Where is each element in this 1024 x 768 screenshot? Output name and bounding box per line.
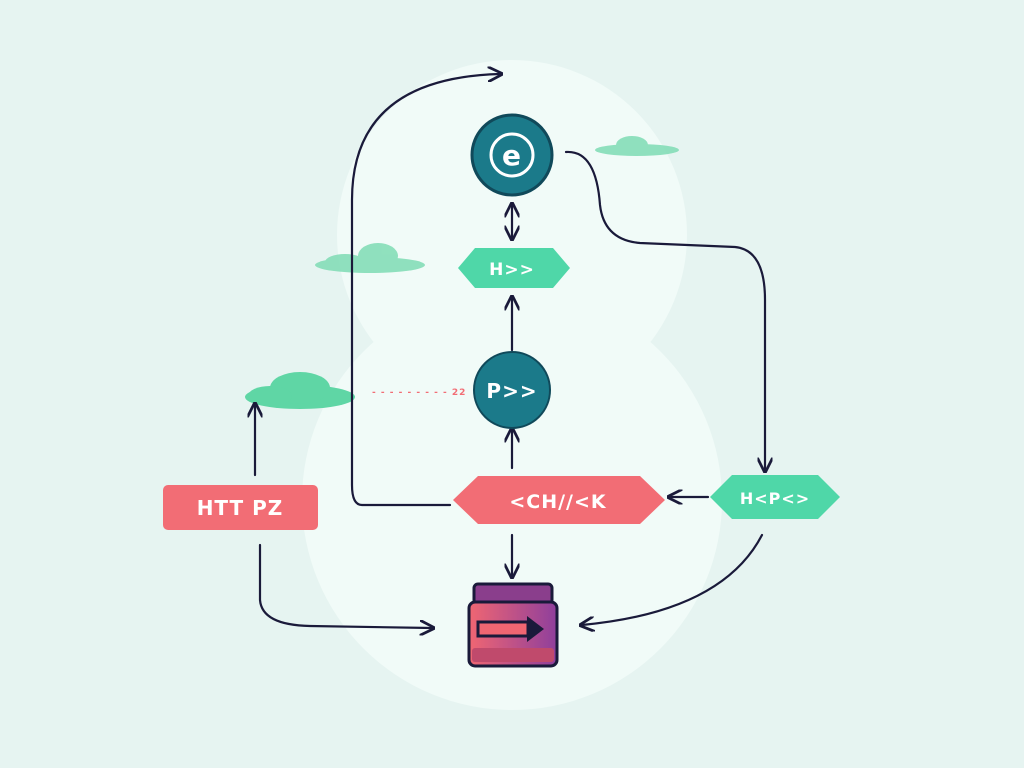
connector-left-to-jar — [258, 543, 432, 628]
right-hex-node[interactable]: H<P<> — [710, 475, 840, 519]
hex-top-label: H>> — [489, 260, 535, 280]
top-circle-node[interactable]: e — [470, 113, 554, 197]
center-hex-label: <CH//<K — [509, 491, 607, 513]
connector-right-path — [564, 150, 765, 470]
right-hex-label: H<P<> — [740, 489, 810, 508]
p-circle-label: P>> — [486, 379, 537, 403]
p-circle-node[interactable]: P>> — [473, 351, 551, 429]
hex-top-node[interactable]: H>> — [458, 248, 570, 288]
connector-right-to-jar — [582, 533, 764, 625]
jar-arrow-icon[interactable] — [467, 582, 559, 668]
cloud-icon-left — [245, 372, 355, 409]
cloud-icon-middle — [315, 243, 425, 273]
annotation-label: - - - - - - - - - 22 — [372, 388, 466, 398]
connectors — [255, 74, 765, 628]
left-box-label: HTT PZ — [197, 496, 284, 520]
arrow-right-icon — [527, 616, 544, 642]
center-hex-node[interactable]: <CH//<K — [453, 476, 665, 524]
top-circle-label: e — [502, 139, 522, 172]
at-sign-icon — [489, 132, 535, 178]
connector-loop-top — [350, 74, 500, 507]
left-box-node[interactable]: HTT PZ — [163, 485, 318, 530]
cloud-icon-right — [595, 136, 679, 156]
